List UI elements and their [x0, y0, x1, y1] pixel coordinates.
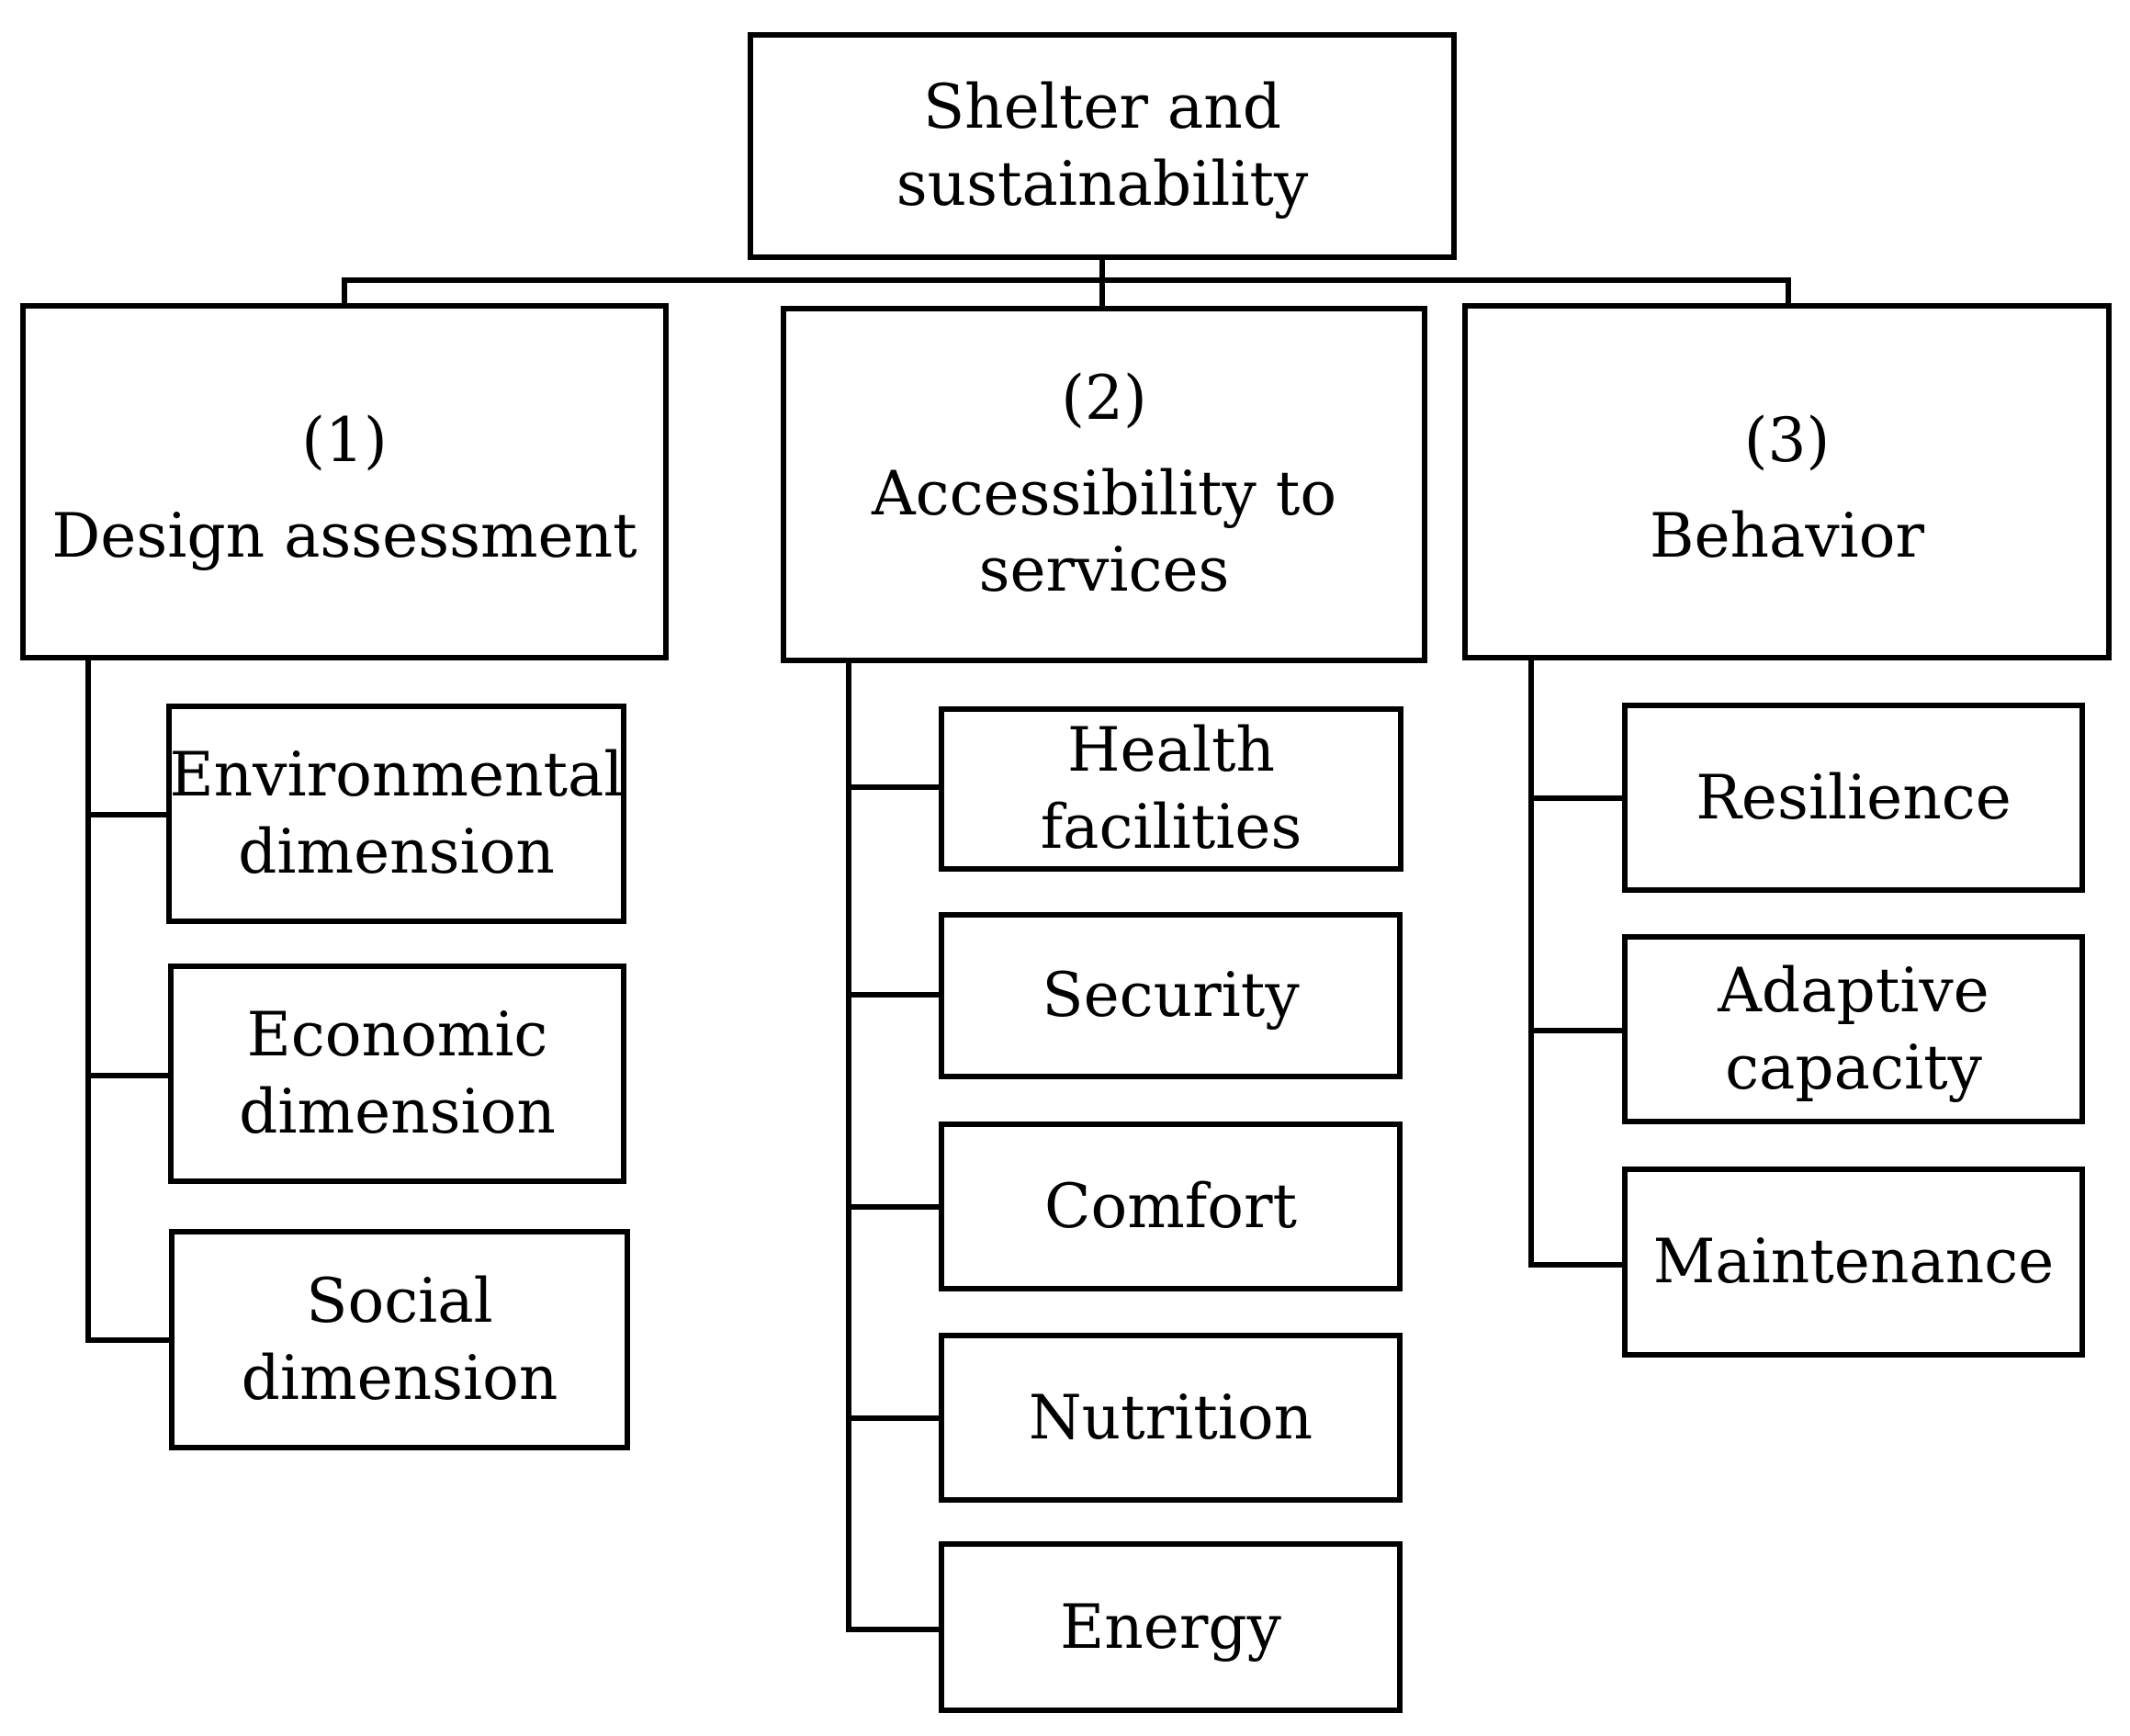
- leaf-comfort: Comfort: [939, 1122, 1403, 1291]
- connector-branch-1-2: [85, 1073, 168, 1078]
- connector-branch-3-3: [1528, 1262, 1628, 1268]
- leaf-label-line-1: Economic: [246, 999, 548, 1071]
- leaf-label-line-1: Security: [1042, 960, 1300, 1031]
- connector-branch-1-3: [85, 1337, 171, 1343]
- category-title-line-2: services: [978, 535, 1230, 606]
- connector-branch-3-2: [1528, 1028, 1628, 1033]
- leaf-label-line-1: Resilience: [1696, 761, 2012, 833]
- leaf-label-line-1: Comfort: [1043, 1170, 1298, 1242]
- leaf-social-dimension: Social dimension: [169, 1229, 630, 1450]
- leaf-label-line-1: Environmental: [169, 739, 624, 811]
- connector-spine-3: [1528, 658, 1534, 1268]
- leaf-label-line-1: Maintenance: [1652, 1226, 2055, 1298]
- category-title-line-1: Behavior: [1649, 500, 1925, 571]
- leaf-label-line-1: Adaptive: [1718, 954, 1989, 1026]
- leaf-maintenance: Maintenance: [1622, 1167, 2085, 1358]
- connector-spine-1: [85, 658, 91, 1343]
- root-title-line-1: Shelter and: [922, 72, 1282, 143]
- leaf-adaptive-capacity: Adaptive capacity: [1622, 934, 2085, 1124]
- category-behavior: (3) Behavior: [1462, 303, 2112, 660]
- connector-branch-3-1: [1528, 795, 1628, 801]
- category-title-line-1: Design assessment: [51, 500, 637, 571]
- leaf-security: Security: [939, 912, 1403, 1079]
- connector-drop-1: [342, 277, 347, 305]
- leaf-label-line-2: facilities: [1040, 792, 1302, 862]
- category-number: (2): [1061, 362, 1147, 434]
- category-accessibility-to-services: (2) Accessibility to services: [781, 306, 1427, 663]
- leaf-label-line-2: dimension: [238, 817, 555, 887]
- leaf-label-line-1: Health: [1066, 715, 1276, 786]
- root-node: Shelter and sustainability: [748, 32, 1457, 260]
- category-number: (3): [1743, 404, 1831, 476]
- connector-branch-2-3: [846, 1204, 942, 1210]
- connector-horizontal-bar: [342, 277, 1791, 283]
- leaf-label-line-2: dimension: [241, 1342, 558, 1414]
- leaf-health-facilities: Health facilities: [939, 706, 1403, 872]
- leaf-environmental-dimension: Environmental dimension: [166, 704, 626, 924]
- leaf-label-line-2: dimension: [239, 1077, 556, 1147]
- category-number: (1): [301, 404, 388, 476]
- leaf-label-line-1: Social: [306, 1265, 493, 1336]
- leaf-energy: Energy: [939, 1541, 1403, 1713]
- connector-root-stem: [1099, 257, 1105, 310]
- connector-branch-2-5: [846, 1627, 942, 1632]
- leaf-label-line-1: Energy: [1060, 1591, 1281, 1663]
- connector-branch-2-4: [846, 1415, 942, 1421]
- category-title-line-1: Accessibility to: [871, 457, 1337, 529]
- root-title-line-2: sustainability: [896, 149, 1309, 220]
- leaf-nutrition: Nutrition: [939, 1333, 1403, 1503]
- connector-branch-1-1: [85, 812, 168, 817]
- leaf-resilience: Resilience: [1622, 703, 2085, 893]
- category-design-assessment: (1) Design assessment: [20, 303, 669, 660]
- connector-branch-2-1: [846, 784, 942, 790]
- connector-branch-2-2: [846, 992, 942, 998]
- connector-spine-2: [846, 660, 851, 1632]
- leaf-economic-dimension: Economic dimension: [168, 964, 626, 1184]
- leaf-label-line-2: capacity: [1725, 1031, 1982, 1103]
- connector-drop-3: [1786, 277, 1791, 305]
- leaf-label-line-1: Nutrition: [1028, 1381, 1313, 1453]
